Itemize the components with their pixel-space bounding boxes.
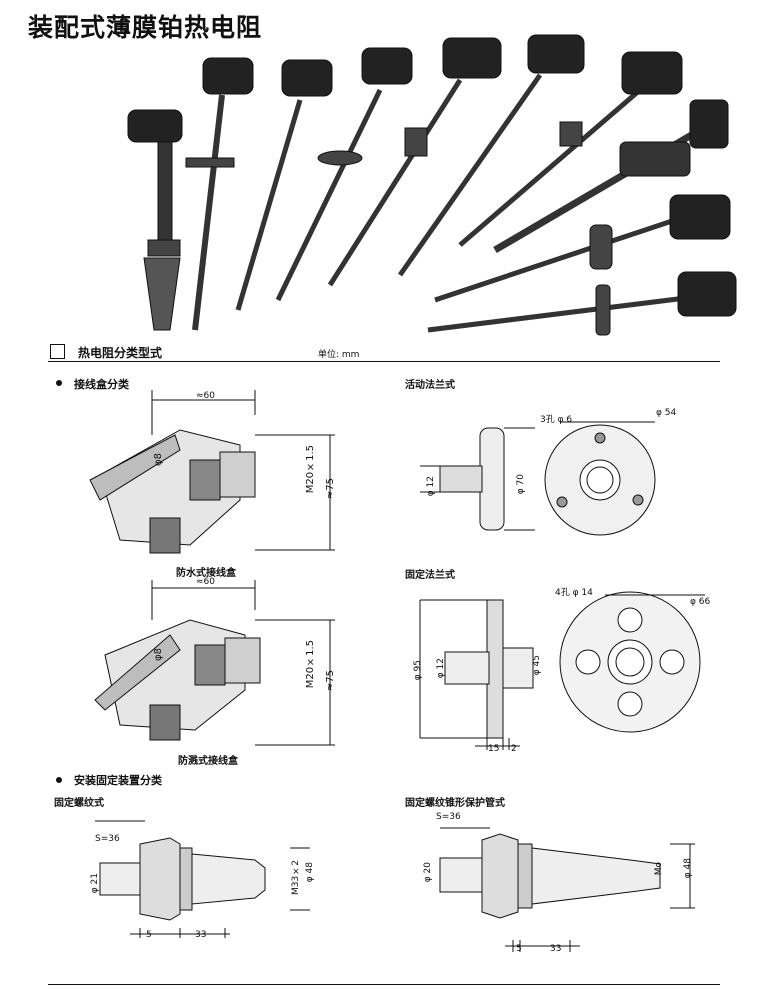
fixed-phi12: φ 12 [436, 658, 446, 679]
thread-fixed-m33: M33×2 [291, 860, 301, 895]
fixed-dim2: 2 [511, 744, 517, 754]
fixed-phi95: φ 95 [413, 660, 423, 681]
thread-cone-phi48: φ 48 [683, 858, 693, 879]
junction-subtitle: 接线盒分类 [74, 378, 129, 391]
dim-thread-2: M20×1.5 [305, 640, 316, 689]
bottom-divider [48, 984, 720, 985]
movable-phi12: φ 12 [426, 476, 436, 497]
thread-cone-mo: Mo [654, 862, 664, 876]
splashproof-junction-drawing [94, 580, 335, 746]
fixed-holes: 4孔 φ 14 [555, 588, 593, 598]
thread-cone-dim5: 5 [516, 944, 522, 954]
waterproof-junction-drawing [89, 390, 335, 554]
thread-cone-phi20: φ 20 [423, 862, 433, 883]
thread-fixed-dim5: 5 [146, 930, 152, 940]
thread-cone-dim33: 33 [550, 944, 562, 954]
unit-label: 单位: mm [318, 350, 360, 360]
section-title: 热电阻分类型式 [78, 346, 163, 360]
thread-fixed-s36: S=36 [95, 834, 120, 844]
movable-holes: 3孔 φ 6 [540, 415, 573, 425]
section-divider [48, 361, 720, 362]
thread-fixed-caption: 固定螺纹式 [54, 798, 104, 809]
dim-height-1: ≈75 [325, 478, 336, 500]
fixed-outer: φ 66 [690, 597, 711, 607]
page-title: 装配式薄膜铂热电阻 [28, 13, 263, 42]
thread-cone-caption: 固定螺纹锥形保护管式 [405, 798, 505, 809]
movable-flange-drawing [420, 421, 656, 536]
thread-fixed-phi48: φ 48 [305, 862, 315, 883]
mount-subtitle: 安装固定装置分类 [74, 774, 162, 787]
fixed-flange-caption: 固定法兰式 [405, 570, 455, 581]
dim-phi8-2: φ8 [153, 648, 164, 661]
thread-fixed-dim33: 33 [195, 930, 207, 940]
thread-cone-s36: S=36 [436, 812, 461, 822]
dim-width-1: ≈60 [196, 391, 215, 401]
dim-height-2: ≈75 [325, 670, 336, 692]
movable-flange-caption: 活动法兰式 [405, 380, 455, 391]
product-photo [127, 34, 737, 336]
thread-fixed-phi21: φ 21 [90, 873, 100, 894]
section-checkbox [50, 344, 65, 359]
movable-phi70: φ 70 [516, 474, 526, 495]
splashproof-caption: 防溅式接线盒 [178, 756, 238, 767]
movable-outer: φ 54 [656, 408, 677, 418]
dim-width-2: ≈60 [196, 577, 215, 587]
thread-cone-drawing [439, 827, 695, 952]
dim-thread-1: M20×1.5 [305, 445, 316, 494]
thread-fixed-drawing [95, 820, 310, 938]
bullet-junction [56, 380, 62, 386]
waterproof-caption: 防水式接线盒 [176, 568, 236, 579]
dim-phi8-1: φ8 [153, 453, 164, 466]
bullet-mount [56, 777, 62, 783]
fixed-dim15: 15 [488, 744, 500, 754]
fixed-flange-drawing [419, 591, 705, 750]
fixed-phi45: φ 45 [532, 655, 542, 676]
